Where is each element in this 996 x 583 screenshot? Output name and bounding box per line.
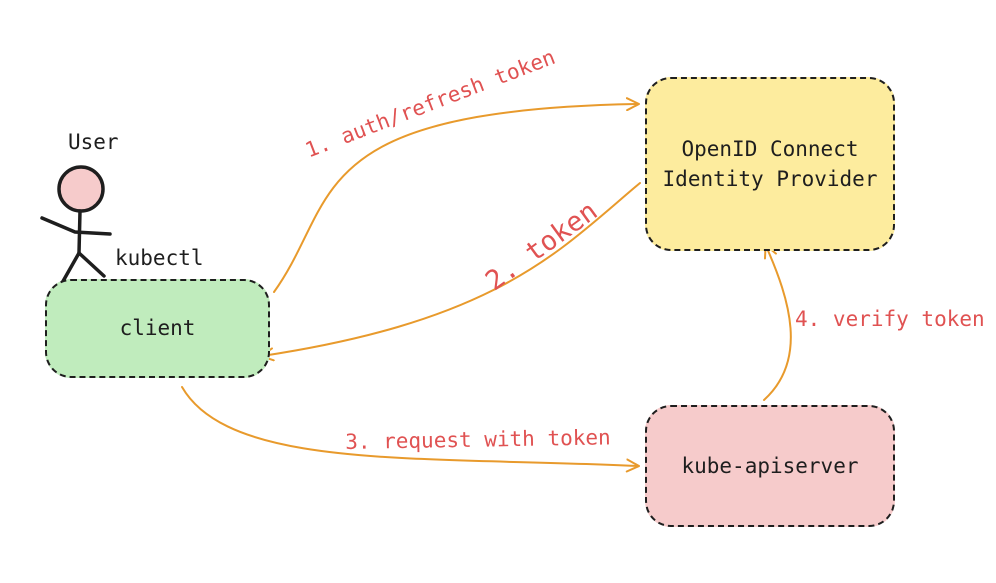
user-arms [40,216,112,236]
user-figure [40,165,112,285]
kube-apiserver-node: kube-apiserver [645,405,895,527]
user-legs [60,251,106,285]
arrow-request [181,386,640,473]
oidc-provider-node: OpenID Connect Identity Provider [645,77,895,251]
arrow-token [260,182,641,362]
kubectl-label: kubectl [115,246,204,270]
arrow-auth-refresh [273,97,640,293]
label-verify-token: 4. verify token [795,307,985,331]
client-node: client [45,279,270,378]
user-label: User [68,130,119,154]
label-request-with-token: 3. request with token [345,425,611,454]
user-head [57,165,105,213]
arrow-verify [763,244,792,401]
